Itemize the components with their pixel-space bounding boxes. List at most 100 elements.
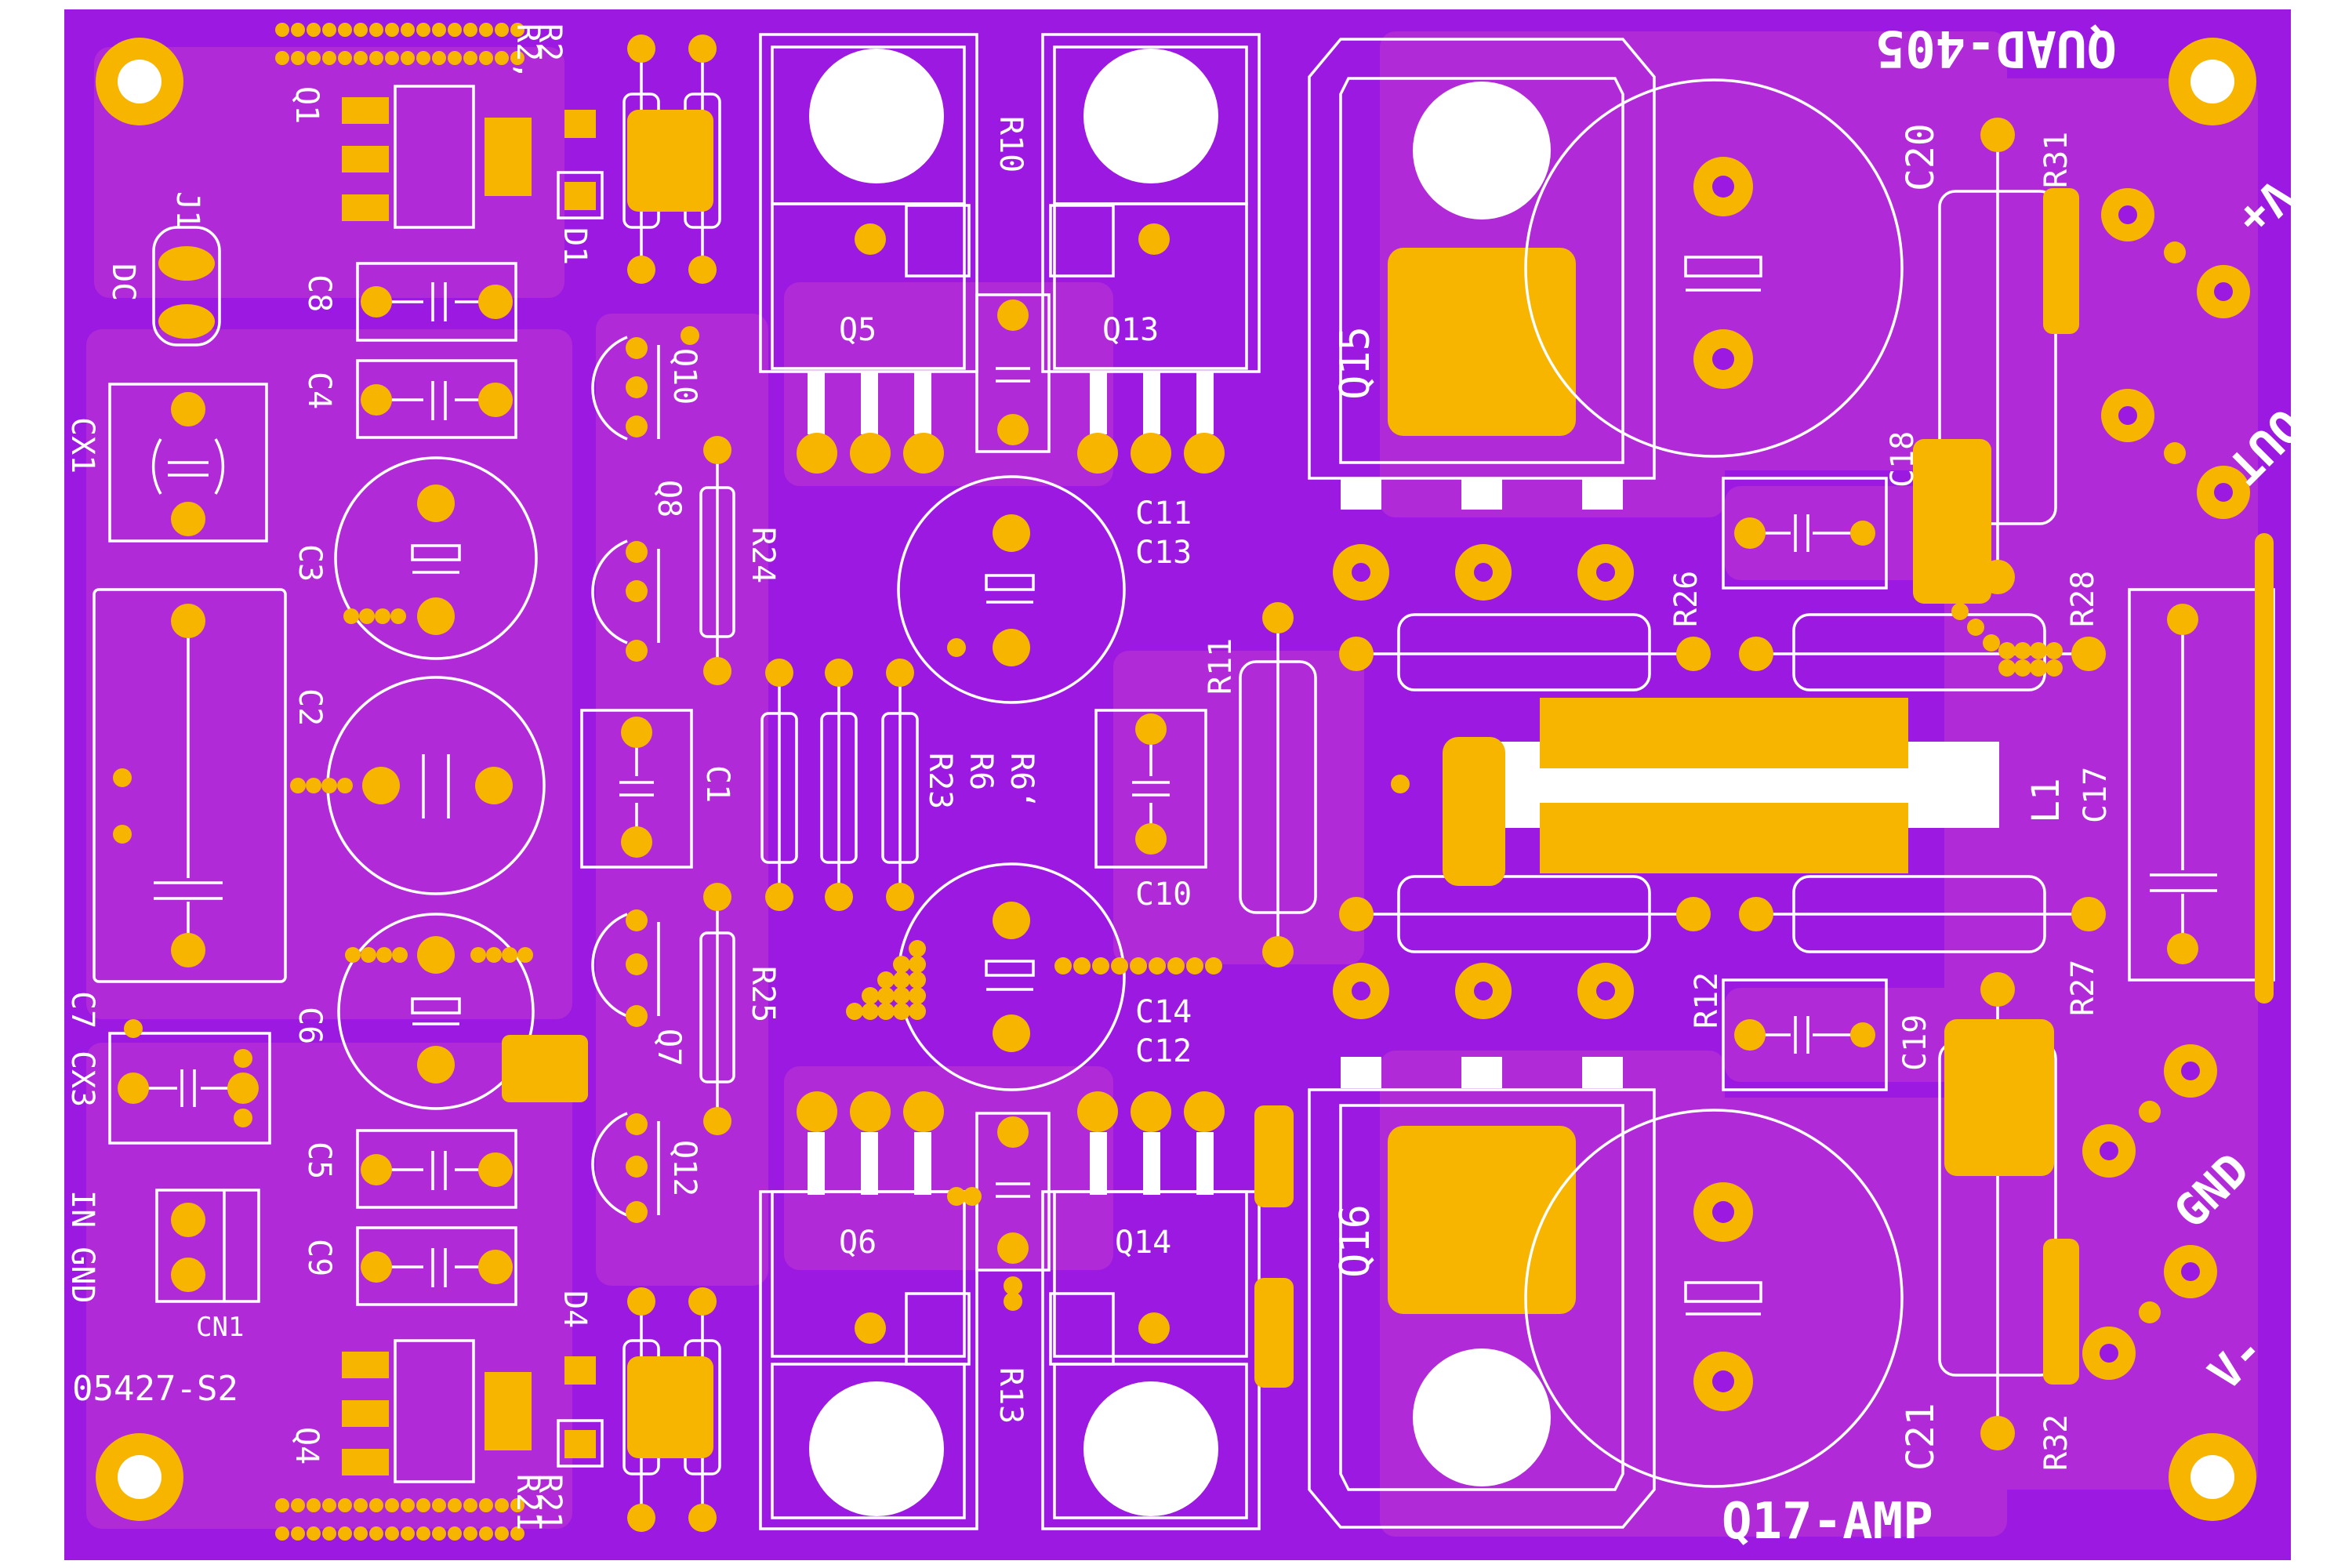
board-title-bottom: Q17-AMP bbox=[1722, 1493, 1933, 1551]
cn1-connector bbox=[155, 1189, 260, 1303]
cap-c17 bbox=[2128, 533, 2275, 1004]
mounting-holes bbox=[96, 38, 2256, 1521]
label-c11: C11 bbox=[1135, 495, 1192, 532]
label-c10: C10 bbox=[1135, 877, 1192, 913]
label-c6: C6 bbox=[292, 1007, 328, 1044]
label-c7: C7 bbox=[64, 991, 100, 1029]
label-r6b: R6‘ bbox=[1004, 753, 1040, 809]
label-r21: R21 bbox=[532, 1474, 568, 1530]
label-c4: C4 bbox=[301, 372, 337, 409]
r32 bbox=[1938, 972, 2079, 1450]
label-q6: Q6 bbox=[839, 1225, 877, 1261]
d1-footprint bbox=[557, 110, 604, 220]
q6-footprint bbox=[759, 1091, 978, 1530]
label-c20: C20 bbox=[1899, 123, 1943, 191]
label-q15: Q15 bbox=[1332, 326, 1379, 400]
via-rows bbox=[275, 23, 524, 1541]
terminal-out bbox=[2101, 389, 2250, 519]
cap-c19 bbox=[1722, 978, 1888, 1091]
label-q7: Q7 bbox=[651, 1029, 687, 1066]
cap-c9 bbox=[356, 1226, 517, 1306]
terminal-vplus bbox=[2101, 188, 2250, 318]
l1-inductor bbox=[1391, 698, 1999, 886]
cap-c21 bbox=[1524, 1109, 1904, 1488]
power-pads-top bbox=[1333, 544, 1634, 601]
cap-c2 bbox=[290, 676, 546, 895]
label-c9: C9 bbox=[301, 1239, 337, 1276]
label-c5: C5 bbox=[301, 1142, 337, 1179]
label-c14: C14 bbox=[1135, 994, 1192, 1030]
r31 bbox=[1913, 118, 2079, 604]
label-c1: C1 bbox=[699, 765, 735, 803]
label-r24: R24 bbox=[745, 527, 781, 583]
q4-footprint bbox=[342, 1339, 532, 1483]
label-c17: C17 bbox=[2078, 767, 2114, 823]
r25 bbox=[699, 883, 735, 1135]
label-in-gnd: IN GND bbox=[64, 1190, 100, 1304]
label-j1: J1 bbox=[169, 191, 205, 229]
label-r25: R25 bbox=[745, 966, 781, 1022]
label-r23: R23 bbox=[922, 753, 958, 809]
label-c2: C2 bbox=[292, 688, 328, 726]
q10-footprint bbox=[591, 326, 699, 441]
label-cn1: CN1 bbox=[196, 1312, 244, 1343]
r21-stack bbox=[622, 1287, 721, 1532]
cap-c18 bbox=[1722, 477, 1888, 590]
label-q13: Q13 bbox=[1102, 312, 1159, 348]
r26 bbox=[1339, 613, 1711, 691]
cap-cx1 bbox=[108, 383, 268, 543]
label-r12: R12 bbox=[1689, 972, 1725, 1029]
label-d1: D1 bbox=[557, 227, 593, 265]
label-r21b: R21 bbox=[510, 1474, 546, 1530]
cap-c4 bbox=[356, 359, 517, 439]
cap-c14-c12 bbox=[846, 862, 1222, 1091]
label-q14: Q14 bbox=[1115, 1225, 1171, 1261]
terminal-vminus bbox=[2082, 1245, 2217, 1380]
label-c8: C8 bbox=[301, 274, 337, 312]
label-q4: Q4 bbox=[289, 1427, 325, 1465]
cap-c5 bbox=[356, 1129, 517, 1209]
label-c21: C21 bbox=[1899, 1403, 1943, 1471]
label-c3: C3 bbox=[292, 544, 328, 582]
cap-c1 bbox=[580, 709, 693, 869]
q1-footprint bbox=[342, 85, 532, 229]
d4-footprint bbox=[557, 1356, 604, 1468]
label-q10: Q10 bbox=[666, 348, 702, 405]
label-r2b: R2‚ bbox=[510, 24, 546, 80]
label-r27: R27 bbox=[2065, 960, 2101, 1016]
q8-footprint bbox=[591, 539, 660, 662]
r27 bbox=[1739, 875, 2106, 953]
label-c19: C19 bbox=[1897, 1014, 1933, 1071]
label-r10: R10 bbox=[993, 116, 1029, 172]
terminal-gnd bbox=[2082, 1044, 2217, 1178]
cap-c11-c13 bbox=[897, 475, 1126, 704]
r24 bbox=[699, 436, 735, 685]
q5-footprint bbox=[759, 33, 978, 474]
label-q1: Q1 bbox=[289, 86, 325, 124]
q12-footprint bbox=[591, 1112, 660, 1223]
board-title-top: QUAD-405 bbox=[1875, 19, 2117, 77]
via-column-q14 bbox=[1254, 1105, 1294, 1388]
cap-c8 bbox=[356, 262, 517, 342]
cap-c10 bbox=[1094, 709, 1207, 869]
r11 bbox=[1239, 602, 1317, 967]
q7-footprint bbox=[591, 909, 660, 1027]
cap-c3 bbox=[334, 456, 538, 660]
label-d4: D4 bbox=[557, 1290, 593, 1328]
via-cluster-r28 bbox=[1951, 603, 2063, 677]
power-pads-bottom bbox=[1333, 963, 1634, 1019]
label-q5: Q5 bbox=[839, 312, 877, 348]
cap-c6 bbox=[337, 913, 588, 1110]
label-r6: R6 bbox=[963, 753, 999, 790]
label-r32: R32 bbox=[2038, 1414, 2074, 1471]
r23-r6-group bbox=[760, 659, 919, 911]
label-c18: C18 bbox=[1885, 431, 1921, 488]
label-q8: Q8 bbox=[651, 480, 687, 517]
label-r31: R31 bbox=[2038, 132, 2074, 188]
r2-stack bbox=[622, 34, 721, 284]
label-c13: C13 bbox=[1135, 535, 1192, 571]
q14-footprint bbox=[1041, 1091, 1261, 1530]
label-l1: L1 bbox=[2024, 778, 2068, 823]
label-cx3: CX3 bbox=[64, 1051, 100, 1107]
